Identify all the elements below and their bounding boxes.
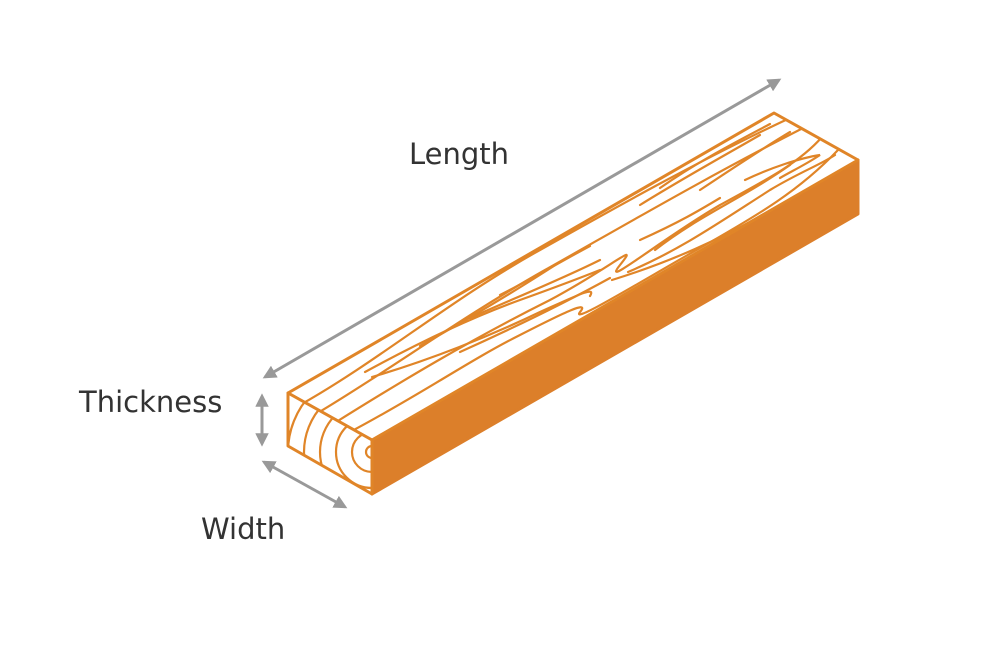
length-arrow: [262, 78, 782, 379]
board-end-face: [286, 391, 374, 496]
width-arrow: [261, 460, 348, 509]
length-label: Length: [409, 137, 510, 171]
end-grain-rings: [288, 393, 372, 494]
board-top-face: [286, 111, 860, 442]
thickness-label: Thickness: [79, 385, 223, 419]
width-label: Width: [201, 512, 286, 546]
